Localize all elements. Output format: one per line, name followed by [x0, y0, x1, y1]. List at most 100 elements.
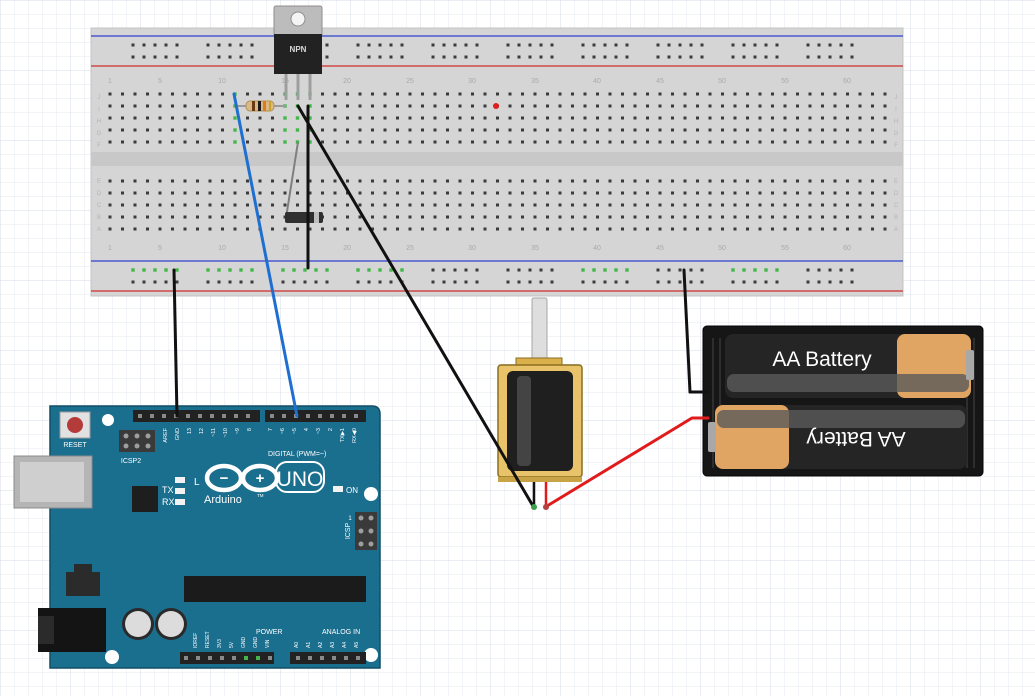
breadboard-hole: [883, 104, 887, 108]
breadboard-rail-hole: [550, 43, 554, 47]
breadboard-hole: [558, 203, 562, 207]
breadboard-hole: [471, 104, 474, 108]
header-pin-hole: [220, 656, 224, 660]
breadboard-rail-hole: [817, 55, 821, 59]
breadboard-hole: [133, 140, 137, 144]
battery-pack[interactable]: AA Battery AA Battery: [702, 325, 984, 477]
wire-ground-rail-to-battery[interactable]: [682, 268, 692, 394]
breadboard-hole: [208, 227, 212, 231]
battery-holder-springs: [712, 338, 975, 468]
header-pin-hole: [332, 656, 336, 660]
breadboard-rail-hole: [817, 43, 821, 47]
breadboard-hole: [433, 227, 437, 231]
tx-rx-leds: TX RX: [162, 485, 185, 507]
breadboard-hole: [658, 227, 662, 231]
breadboard-rail-hole: [700, 55, 704, 59]
breadboard-rail-hole: [453, 43, 457, 47]
breadboard-hole: [721, 227, 724, 231]
breadboard-hole: [708, 203, 712, 207]
diode[interactable]: [284, 141, 323, 223]
breadboard-hole: [221, 116, 224, 120]
power-pin-holes: [184, 656, 272, 660]
reset-button[interactable]: [67, 417, 83, 433]
breadboard-rail-hole: [614, 280, 618, 284]
header-pin-hole: [330, 414, 334, 418]
breadboard-hole: [196, 215, 199, 219]
resistor[interactable]: [236, 100, 286, 112]
breadboard-hole: [346, 104, 349, 108]
breadboard-rail-hole: [453, 55, 457, 59]
breadboard-rail-hole: [239, 280, 243, 284]
breadboard-rail-hole: [614, 55, 618, 59]
breadboard-hole: [421, 116, 424, 120]
battery-cell-top: AA Battery: [725, 334, 974, 398]
breadboard-rail-hole: [281, 280, 285, 284]
breadboard-hole: [546, 116, 549, 120]
breadboard-hole: [783, 104, 787, 108]
icsp-pin1-label: 1: [348, 516, 352, 522]
wire-gnd[interactable]: [172, 268, 179, 418]
breadboard-hole: [396, 140, 399, 144]
breadboard-rail-hole: [806, 280, 810, 284]
column-number: 40: [593, 78, 601, 85]
solenoid[interactable]: [497, 297, 583, 507]
column-number: 35: [531, 78, 539, 85]
breadboard-hole: [496, 140, 499, 144]
breadboard-rail-hole: [614, 43, 618, 47]
breadboard-hole: [158, 179, 162, 183]
breadboard-hole: [758, 215, 762, 219]
breadboard-hole: [533, 215, 537, 219]
breadboard-hole: [271, 227, 274, 231]
arduino-uno[interactable]: RESET ICSP2 L − + UNO Arduino TM T: [13, 405, 381, 669]
wire-collector-to-solenoid[interactable]: [296, 104, 535, 508]
breadboard-hole-connected: [283, 116, 287, 120]
breadboard-hole: [121, 227, 124, 231]
breadboard-hole: [333, 191, 337, 195]
breadboard-hole: [633, 215, 637, 219]
breadboard-rail-hole: [517, 55, 521, 59]
transistor-label: NPN: [290, 45, 307, 54]
breadboard-hole: [733, 215, 737, 219]
breadboard-hole: [283, 191, 287, 195]
breadboard-hole: [721, 116, 724, 120]
header-pin-hole: [234, 414, 238, 418]
breadboard-hole: [208, 128, 212, 132]
breadboard-rail-hole: [764, 43, 768, 47]
breadboard-rail-hole: [314, 280, 318, 284]
breadboard-hole: [433, 116, 437, 120]
wire-signal-pin5[interactable]: [232, 92, 299, 418]
column-number: 45: [656, 245, 664, 252]
breadboard-hole: [758, 227, 762, 231]
breadboard-hole: [771, 116, 774, 120]
breadboard-rail-hole: [625, 280, 629, 284]
column-number: 25: [406, 245, 414, 252]
breadboard-rail-hole: [378, 43, 382, 47]
breadboard-hole: [321, 92, 324, 96]
breadboard-hole: [683, 191, 687, 195]
npn-transistor[interactable]: NPN: [273, 5, 323, 100]
breadboard-rail-hole: [239, 55, 243, 59]
breadboard-hole: [221, 227, 224, 231]
breadboard-hole: [433, 128, 437, 132]
breadboard-hole: [158, 104, 162, 108]
wire-solenoid-to-battery-positive[interactable]: [545, 416, 710, 508]
breadboard-hole: [121, 92, 124, 96]
breadboard-hole: [158, 215, 162, 219]
row-letter: E: [894, 179, 898, 185]
breadboard-hole: [608, 227, 612, 231]
voltage-regulator-tab: [74, 564, 92, 572]
breadboard-hole: [696, 104, 699, 108]
battery-terminal: [966, 350, 974, 380]
breadboard-hole: [708, 215, 712, 219]
breadboard-hole: [221, 179, 224, 183]
breadboard-rail-hole-connected: [314, 268, 318, 272]
breadboard-hole-connected: [283, 128, 287, 132]
breadboard-rail-hole: [689, 280, 693, 284]
breadboard-hole: [696, 191, 699, 195]
breadboard-hole: [883, 116, 887, 120]
breadboard-hole: [446, 104, 449, 108]
breadboard-hole: [246, 215, 249, 219]
analog-header: ANALOG IN A0 A1 A2 A3 A4 A5: [290, 629, 366, 664]
breadboard-hole: [383, 179, 387, 183]
breadboard-hole: [808, 140, 812, 144]
